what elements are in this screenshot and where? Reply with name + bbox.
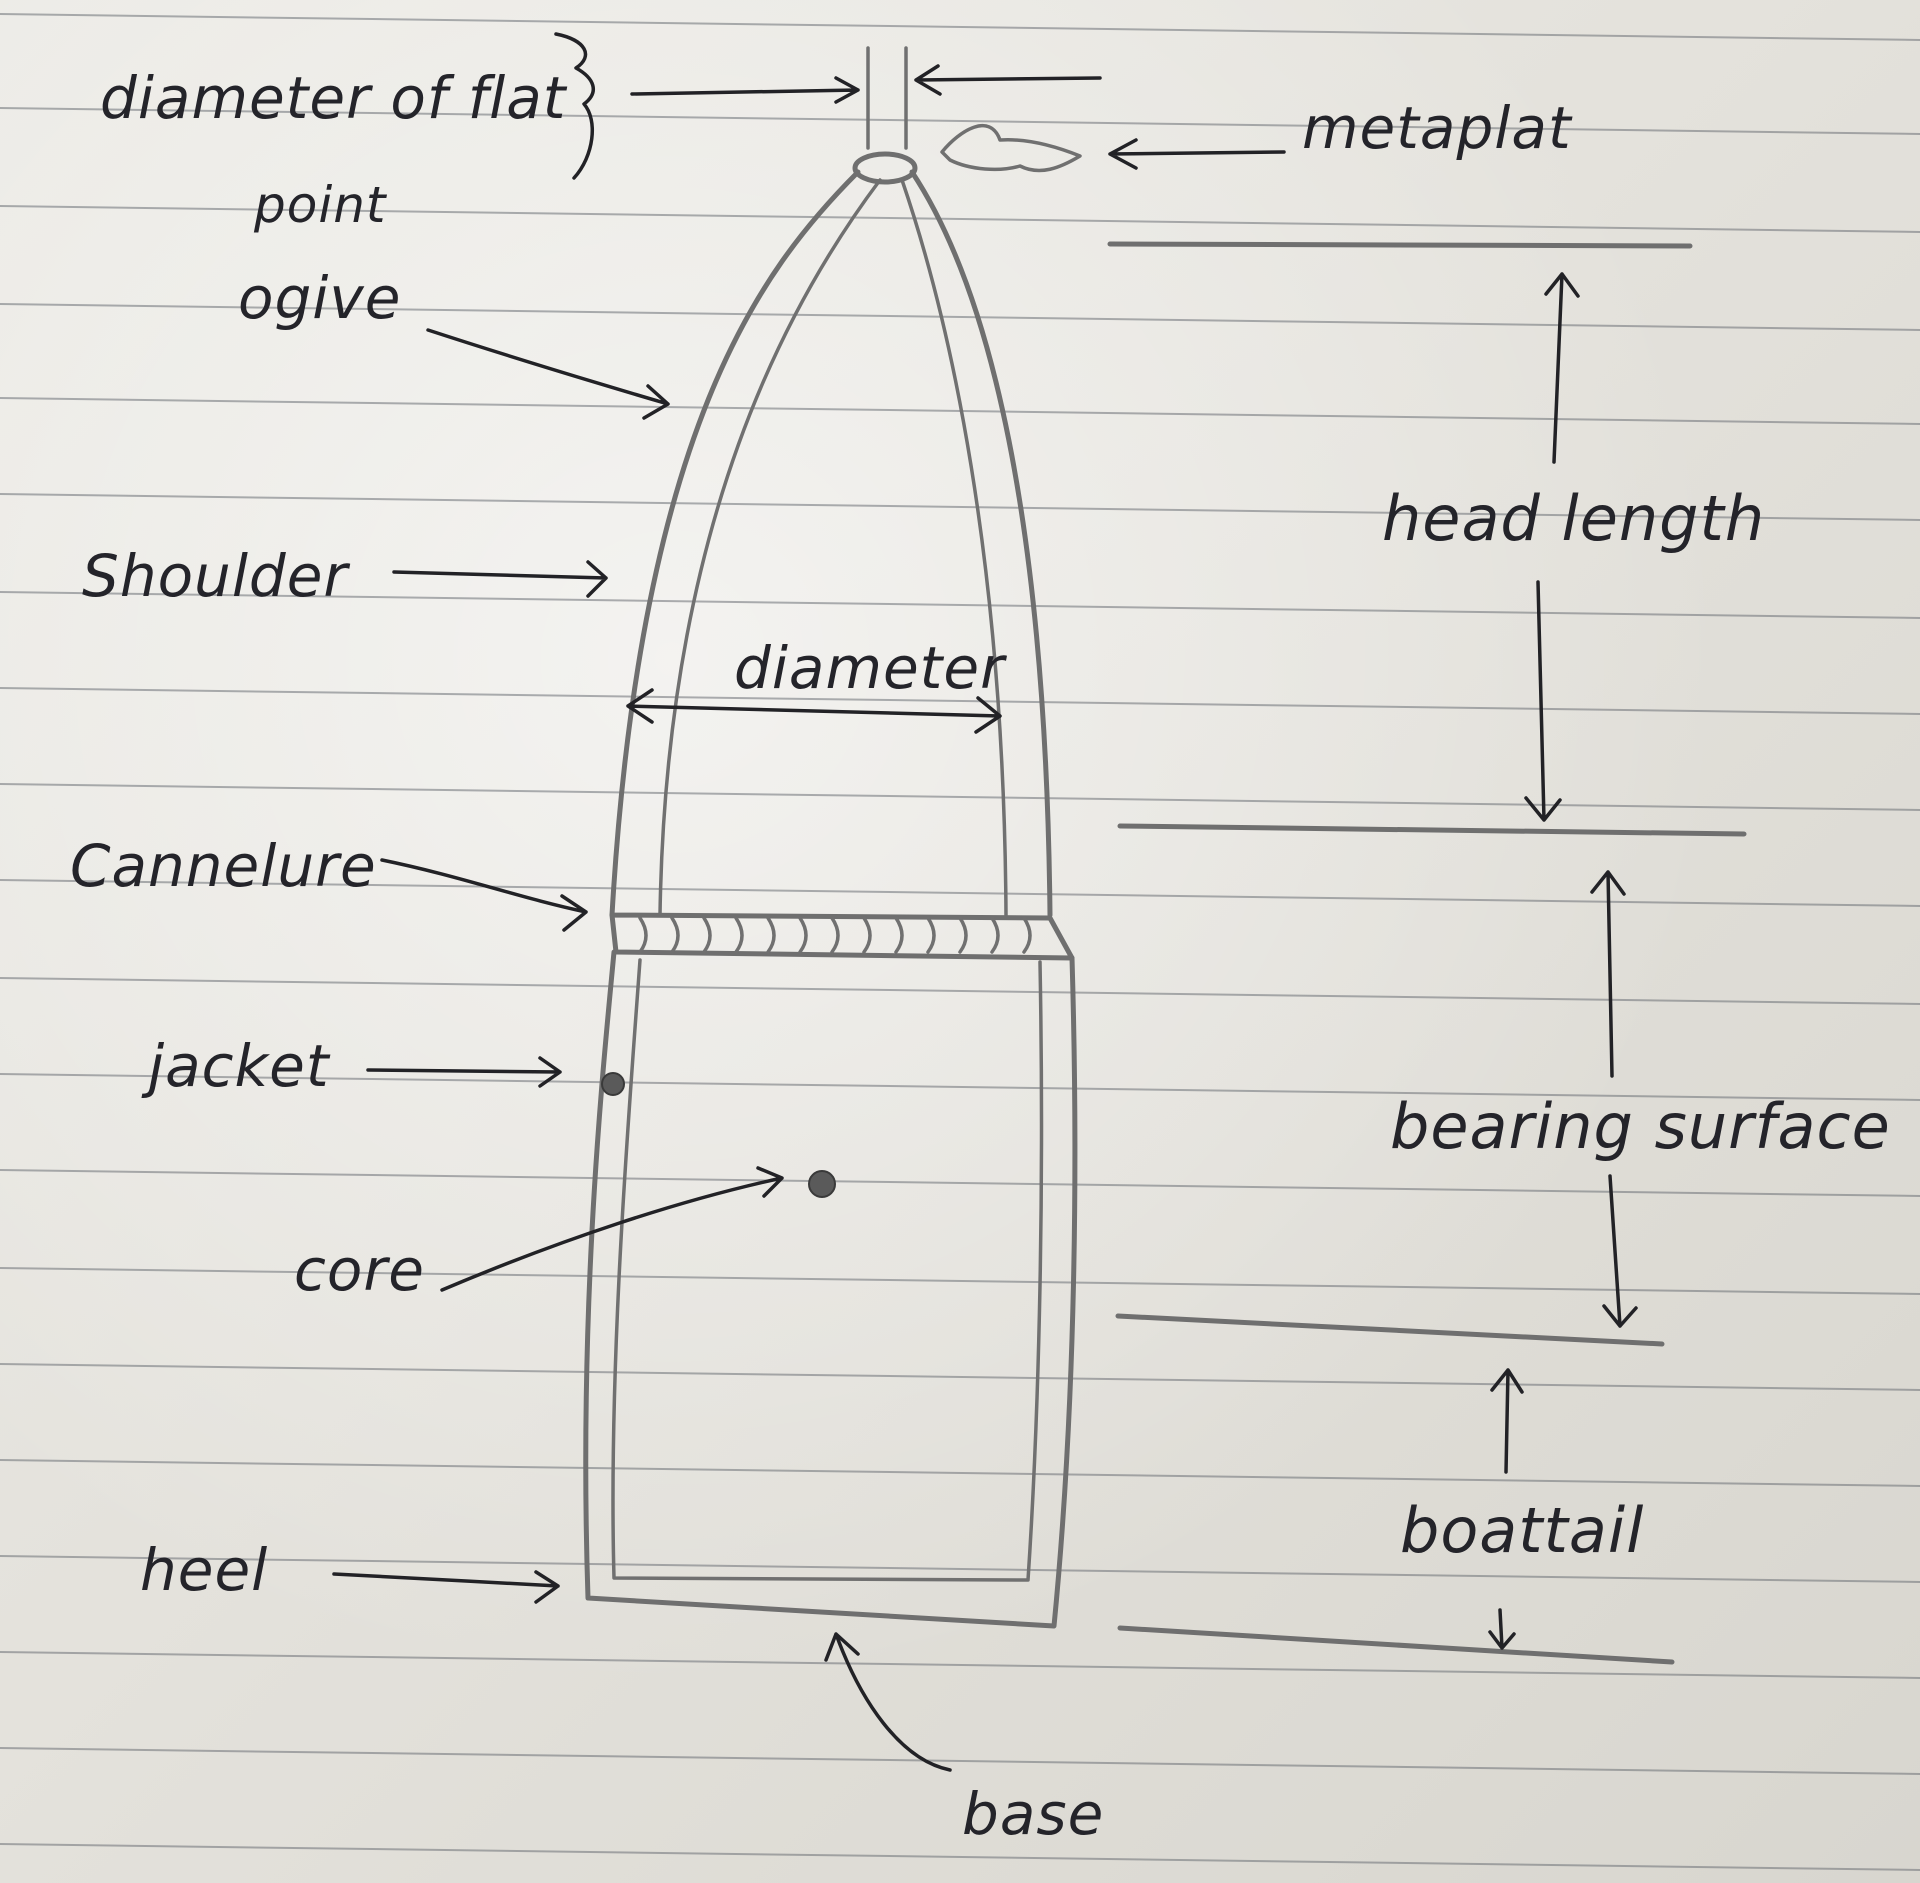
head-length-bottom-line (1117, 823, 1747, 837)
label-bearing-surface: bearing surface (1390, 1090, 1891, 1163)
ruled-line (0, 879, 1920, 907)
flat-point-arrow-left (914, 64, 1102, 96)
bearing-surface-arrow-up (1590, 870, 1626, 1078)
ruled-line (0, 977, 1920, 1005)
dimension-markers (1107, 241, 1747, 1665)
ruled-line (0, 591, 1920, 619)
ruled-line (0, 1555, 1920, 1583)
cannelure-hatch (990, 916, 1000, 954)
ruled-line (0, 687, 1920, 715)
cannelure-hatch (862, 916, 872, 954)
label-boattail: boattail (1400, 1494, 1644, 1567)
label-diameter-of-flat: diameter of flat (100, 64, 568, 132)
cannelure-hatch (702, 916, 712, 954)
head-length-arrow-down (1524, 580, 1562, 822)
label-core: core (294, 1236, 425, 1304)
ruled-line (0, 205, 1920, 233)
boattail-bottom-line (1117, 1625, 1675, 1665)
ogive-outer-right (909, 169, 1053, 918)
core-outline (611, 958, 1044, 1582)
pencil-smudge (940, 124, 1082, 173)
core-arrow (440, 1166, 784, 1292)
boattail-arrow-down (1488, 1608, 1516, 1650)
jacket-outline (583, 949, 1078, 1629)
ruled-line (0, 1843, 1920, 1871)
bearing-surface-arrow-down (1602, 1174, 1638, 1328)
cannelure-hatch (894, 916, 904, 954)
ruled-line (0, 1459, 1920, 1487)
ruled-line (0, 1073, 1920, 1101)
label-metaplat: metaplat (1302, 94, 1573, 162)
label-shoulder: Shoulder (82, 542, 350, 610)
ruled-line (0, 1169, 1920, 1197)
ogive-arrow (426, 328, 670, 420)
label-point: point (253, 176, 388, 234)
jacket-dot (601, 1072, 625, 1096)
label-diameter: diameter (734, 634, 1007, 702)
ogive-inner-right (900, 178, 1008, 917)
cannelure-hatch (830, 916, 840, 954)
cannelure-hatch (926, 916, 936, 954)
meplat-flat-point (852, 151, 918, 185)
label-base: base (962, 1780, 1104, 1848)
cannelure-hatch (734, 916, 744, 954)
ruled-line (0, 1363, 1920, 1391)
cannelure-hatch (958, 916, 968, 954)
cannelure-hatch (798, 916, 808, 954)
ruled-line (0, 783, 1920, 811)
head-length-arrow-up (1544, 272, 1580, 464)
label-cannelure: Cannelure (70, 832, 377, 900)
heel-arrow (332, 1570, 560, 1604)
ruled-line (0, 303, 1920, 331)
ruled-line (0, 1747, 1920, 1775)
label-ogive: ogive (238, 264, 401, 332)
core-dot (808, 1170, 836, 1198)
cannelure-arrow (380, 858, 588, 932)
label-brace (554, 32, 595, 180)
ogive-outer-left (609, 169, 861, 918)
flat-point-diameter-marks (554, 32, 1102, 180)
ruled-line (0, 107, 1920, 135)
boattail-arrow-up (1490, 1368, 1524, 1474)
cannelure-hatch (1022, 916, 1032, 954)
flat-point-arrow-right (630, 76, 860, 104)
ruled-line (0, 1267, 1920, 1295)
cannelure-band (609, 912, 1075, 961)
base-arrow (824, 1632, 952, 1772)
ruled-line (0, 493, 1920, 521)
bearing-surface-bottom-line (1115, 1313, 1665, 1347)
label-head-length: head length (1382, 482, 1765, 555)
label-jacket: jacket (141, 1032, 331, 1100)
cannelure-hatch (766, 916, 776, 954)
cannelure-hatch (638, 916, 648, 954)
head-length-top-line (1107, 241, 1693, 249)
ogive-inner-left (658, 178, 882, 917)
ruled-line (0, 13, 1920, 41)
cannelure-hatch (670, 916, 680, 954)
ruled-lines (0, 13, 1920, 1871)
jacket-arrow (366, 1056, 562, 1088)
cannelure-hatches (638, 916, 1032, 954)
bullet-drawing (583, 124, 1082, 1629)
label-heel: heel (140, 1536, 268, 1604)
ruled-line (0, 1651, 1920, 1679)
meplat-arrow (1108, 138, 1286, 170)
diameter-arrow (626, 688, 1002, 734)
shoulder-arrow (392, 560, 608, 598)
